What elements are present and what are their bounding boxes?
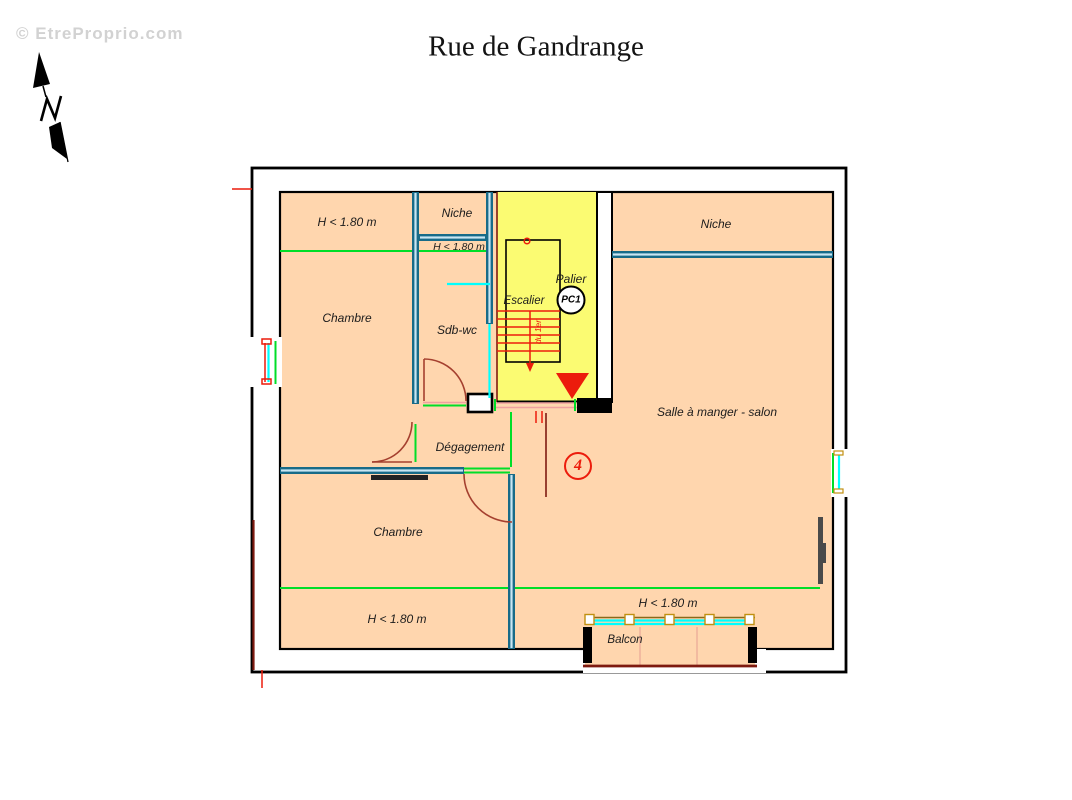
door-arc <box>423 358 467 402</box>
room-label-attic-middle: H < 1.80 m <box>433 241 485 253</box>
bottom-chambre-doorway <box>463 467 513 523</box>
room-label-chambre-top: Chambre <box>322 311 372 325</box>
stair-note: du 1er <box>533 319 543 345</box>
unit-number-badge: 4 <box>564 452 592 480</box>
stairwell-bottom-wall <box>466 392 612 497</box>
room-label-salle-a-manger: Salle à manger - salon <box>656 405 778 419</box>
room-label-degagement: Dégagement <box>435 440 505 454</box>
watermark: © EtreProprio.com <box>16 24 184 43</box>
stair-direction-arrow <box>526 363 534 372</box>
room-label-attic-top-left: H < 1.80 m <box>317 215 377 229</box>
door-threshold-bar <box>371 475 428 480</box>
door-arc <box>463 473 513 523</box>
room-label-balcon: Balcon <box>607 634 643 646</box>
north-arrow-icon: N <box>33 52 69 163</box>
balcony <box>583 613 766 673</box>
interior-walls <box>280 192 833 649</box>
page-title: Rue de Gandrange <box>428 30 644 63</box>
room-label-niche-top: Niche <box>441 206 473 220</box>
sdb-doorway <box>423 358 467 407</box>
room-label-chambre-bottom: Chambre <box>373 525 423 539</box>
stairs <box>497 237 561 372</box>
room-label-attic-bottom-right: H < 1.80 m <box>638 596 698 610</box>
room-label-niche-right: Niche <box>700 217 732 231</box>
down-triangle-marker <box>556 373 589 399</box>
stairwell-wall <box>596 191 613 403</box>
height-limit-lines <box>280 250 820 589</box>
room-label-escalier: Escalier <box>503 295 545 307</box>
radiator <box>818 517 826 584</box>
right-window <box>831 449 848 497</box>
room-label-palier: Palier <box>555 272 587 286</box>
left-window <box>250 337 282 387</box>
pc1-badge: PC1 <box>556 285 586 315</box>
room-label-attic-bottom-left: H < 1.80 m <box>367 612 427 626</box>
survey-ticks <box>232 188 263 688</box>
room-label-sdb-wc: Sdb-wc <box>436 323 478 337</box>
degagement-left-doorway <box>371 421 417 463</box>
